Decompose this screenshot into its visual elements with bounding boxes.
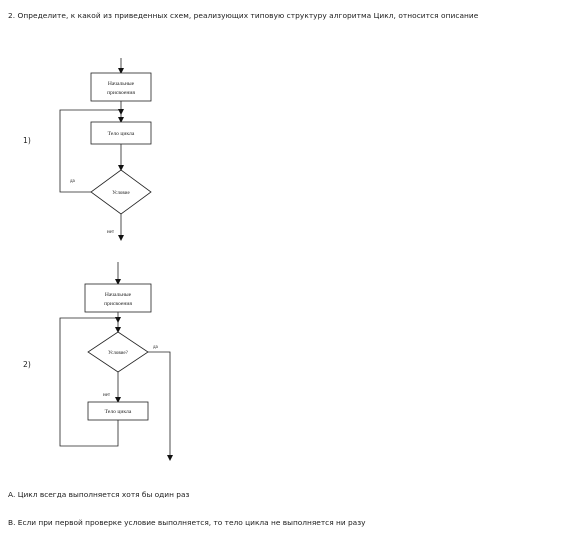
scheme-2-no-label: нет bbox=[103, 393, 111, 398]
scheme-2-init-label-1: Начальные bbox=[105, 292, 132, 298]
scheme-1-condition-label: Условие bbox=[112, 191, 130, 196]
scheme-2-init-box bbox=[84, 283, 152, 313]
scheme-2-body-label: Тело цикла bbox=[105, 409, 132, 415]
scheme-2-init-label-2: присвоения bbox=[104, 301, 132, 307]
scheme-2 bbox=[59, 262, 173, 461]
scheme-1-init-label-1: Начальные bbox=[108, 81, 135, 87]
answer-option-b: В. Если при первой проверке условие выпо… bbox=[8, 518, 366, 527]
scheme-2-number: 2) bbox=[23, 360, 31, 369]
scheme-1-yes-label: да bbox=[70, 179, 76, 184]
scheme-1 bbox=[59, 58, 152, 241]
scheme-2-exit-arrow bbox=[148, 351, 173, 461]
scheme-2-yes-label: да bbox=[153, 345, 159, 350]
question-title: 2. Определите, к какой из приведенных сх… bbox=[8, 11, 479, 20]
scheme-1-no-label: нет bbox=[107, 230, 115, 235]
scheme-1-init-label-2: присвоения bbox=[107, 90, 135, 96]
scheme-2-loop-back-line bbox=[59, 317, 119, 447]
scheme-1-loop-back-line bbox=[59, 109, 121, 193]
scheme-1-body-label: Тело цикла bbox=[108, 131, 135, 137]
scheme-2-condition-label: Условие? bbox=[108, 351, 128, 356]
scheme-1-number: 1) bbox=[23, 136, 31, 145]
answer-option-a: А. Цикл всегда выполняется хотя бы один … bbox=[8, 490, 190, 499]
scheme-1-init-box bbox=[90, 72, 152, 102]
